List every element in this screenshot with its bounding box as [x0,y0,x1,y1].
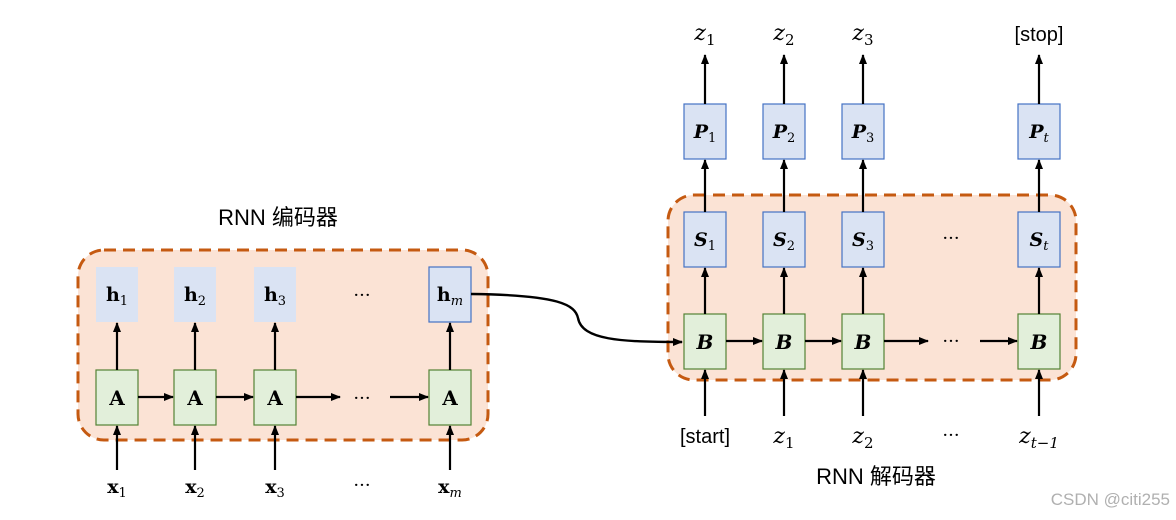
encoder-cell-label: A [108,386,125,410]
decoder-cell [683,313,727,370]
prob-label: P3 [851,121,875,146]
watermark: CSDN @citi255 [1051,490,1170,509]
decoder-input-label: z2 [851,424,873,452]
hidden-box [254,267,296,322]
encoder-cell [95,369,139,426]
decoder-input-ellipsis: ··· [942,425,959,446]
prob-label: P1 [693,121,717,146]
encoder-cell-ellipsis: ··· [353,388,370,409]
prob-label: P2 [772,121,796,146]
hidden-label: h3 [264,284,286,309]
decoder-cell [762,313,806,370]
encoder-input-label: xm [438,476,462,501]
output-label: z3 [851,21,873,49]
output-label: z1 [693,21,715,49]
output-label: z2 [772,21,794,49]
encoder-cell-label: A [266,386,283,410]
hidden-label: h2 [184,284,206,309]
decoder-cell-label: B [696,330,714,354]
prob-box [1017,103,1061,160]
state-box [683,211,727,268]
decoder-cell-label: B [854,330,872,354]
decoder-start-label: [start] [680,426,730,448]
encoder-input-label: x1 [107,476,127,501]
state-label: S1 [694,229,716,254]
decoder-input-label: z1 [772,424,794,452]
hidden-box [96,267,138,322]
decoder-cell-label: B [1030,330,1048,354]
hidden-box [174,267,216,322]
output-stop-label: [stop] [1015,24,1064,46]
prob-label: Pt [1028,121,1049,146]
state-label: S3 [852,229,874,254]
prob-box [841,103,885,160]
state-label: S2 [773,229,795,254]
state-label: St [1030,229,1050,254]
hidden-ellipsis: ··· [353,285,370,306]
context-connector [470,292,683,346]
hidden-label: h1 [106,284,128,309]
encoder-cell-label: A [186,386,203,410]
encoder-title: RNN 编码器 [218,205,338,230]
hidden-box-last [428,266,472,323]
encoder-input-ellipsis: ··· [353,475,370,496]
encoder-input-label: x3 [265,476,285,501]
encoder-input-label: x2 [185,476,205,501]
decoder-cell-label: B [775,330,793,354]
decoder-cell-ellipsis: ··· [942,331,959,352]
state-box [762,211,806,268]
decoder-title: RNN 解码器 [816,464,936,489]
state-ellipsis: ··· [942,228,959,249]
decoder-input-label: zt−1 [1018,424,1059,452]
state-box [841,211,885,268]
prob-box [762,103,806,160]
encoder-cell-label: A [441,386,458,410]
hidden-label: hm [437,284,463,309]
